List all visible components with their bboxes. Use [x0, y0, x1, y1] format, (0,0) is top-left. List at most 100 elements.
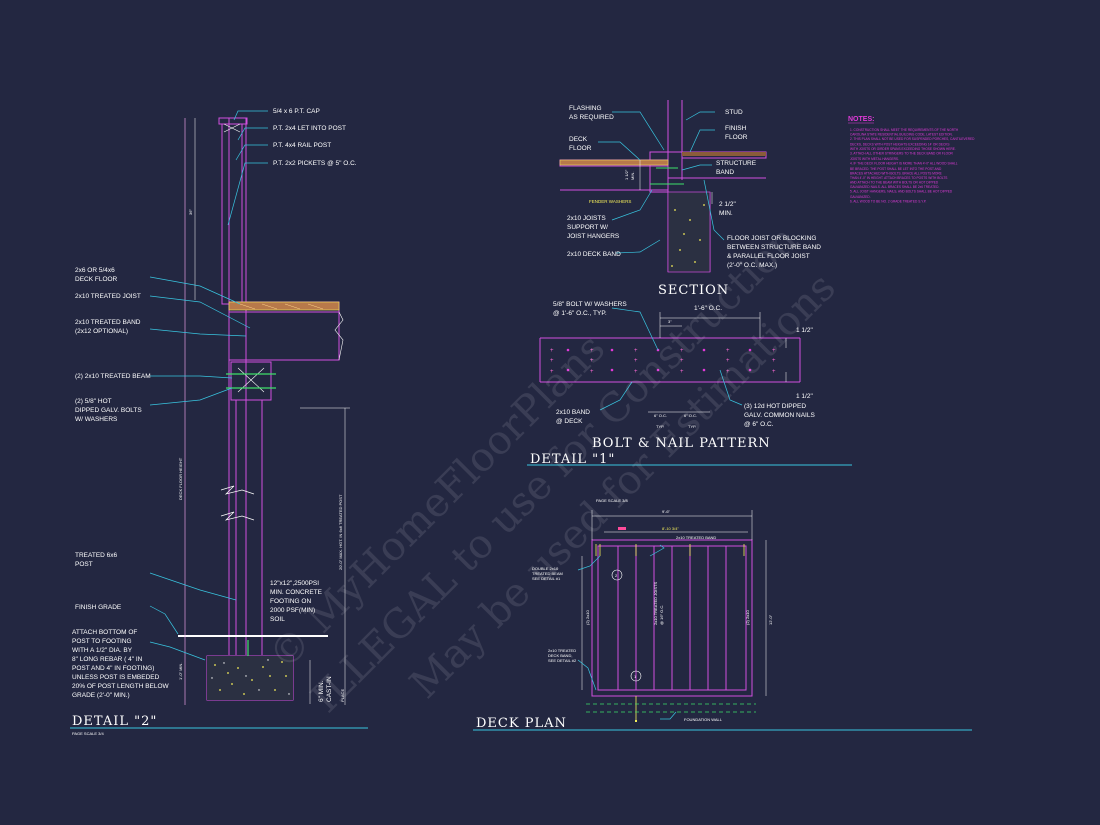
beam-label-1: DOUBLE 2x10 [532, 566, 559, 571]
svg-text:+: + [590, 369, 594, 375]
svg-text:+: + [726, 348, 730, 354]
cap-label: 5/4 x 6 P.T. CAP [273, 108, 320, 115]
note-line: 5. ALL JOIST HANGERS, NAILS, AND BOLTS S… [850, 190, 953, 194]
grade-label: FINISH GRADE [75, 604, 122, 611]
svg-text:+: + [634, 358, 638, 364]
edge-bottom-label: 1 1/2" [796, 393, 813, 400]
detail-2-scale: PAGE SCALE 3/4 [72, 731, 104, 736]
attach-label-7: 20% OF POST LENGTH BELOW [72, 683, 170, 690]
svg-text:+: + [634, 369, 638, 375]
finish-floor-label-1: FINISH [725, 125, 747, 132]
deck-label-1: DECK [569, 136, 588, 143]
notes-block: NOTES: 1. CONSTRUCTION SHALL MEET THE RE… [848, 116, 975, 204]
svg-text:+: + [680, 348, 684, 354]
cast-label-1: 6" MIN. [318, 680, 325, 702]
deck-label-2: FLOOR [569, 145, 592, 152]
deck-floor-label-1: 2x6 OR 5/4x6 [75, 267, 115, 274]
svg-text:+: + [772, 348, 776, 354]
section-dimension-b: MIN. [630, 172, 635, 180]
note-line: CAROLINA STATE RESIDENTIAL BUILDING CODE… [850, 133, 953, 137]
deck-band-label: 2x10 DECK BAND [567, 251, 621, 258]
band-deck-label-2: @ DECK [556, 418, 583, 425]
flashing-label-2: AS REQUIRED [569, 114, 614, 121]
bolt-label-2: @ 1'-6" O.C., TYP. [553, 310, 607, 317]
structure-band-label-2: BAND [716, 169, 734, 176]
svg-text:+: + [772, 358, 776, 364]
band-deck-label-1: 2x10 BAND [556, 409, 590, 416]
beam-label-2: TREATED BEAM [532, 571, 563, 576]
note-line: AND ATTACH TO THE BEAM WITH BOLTS OR HOT… [850, 181, 939, 185]
note-line: BRACES ATTACHED WITH BOLTS. BRACE ALL PO… [850, 172, 942, 176]
band-label-1: 2x10 TREATED BAND [75, 319, 141, 326]
joists-label-2: @ 16" O.C. [659, 605, 664, 625]
floor-joist-label-3: & PARALLEL FLOOR JOIST [727, 253, 810, 260]
min-bearing-label-1: 2 1/2" [719, 201, 736, 208]
deck-plan: 2 1 PAGE SCALE 3/8 9'-6" 8'-10 3/4" 2x10… [473, 498, 972, 731]
footing-label-2: MIN. CONCRETE [270, 589, 323, 596]
treated-band-label: 2x10 TREATED BAND [676, 535, 716, 540]
svg-text:+: + [550, 348, 554, 354]
fender-washers-label: FENDER WASHERS [589, 199, 631, 204]
rail-into-post-label: P.T. 2x4 LET INTO POST [273, 125, 346, 132]
note-line: GALVANIZED NAILS. ALL BRACES SHALL BE 2x… [850, 185, 939, 189]
joists-label-1: 2x10 JOISTS [567, 215, 606, 222]
note-line: 4. IF THE DECK FLOOR HEIGHT IS MORE THAN… [850, 162, 958, 166]
joists-label-2: SUPPORT W/ [567, 224, 608, 231]
detail-1-tag: 1 [634, 674, 637, 679]
note-line: BE BRACED. THE POST SHALL BE LET INTO TH… [850, 167, 942, 171]
svg-text:+: + [550, 369, 554, 375]
notes-heading: NOTES: [848, 116, 874, 123]
nails-label-3: @ 6" O.C. [744, 421, 774, 428]
stud-label: STUD [725, 109, 743, 116]
joist-label: 2x10 TREATED JOIST [75, 293, 141, 300]
footing-label-1: 12"x12",2500PSI [270, 580, 319, 587]
nail-spacing-label-a: 6" O.C. [654, 413, 667, 418]
bolts-label-1: (2) 5/8" HOT [75, 398, 112, 405]
note-line: DECKS, DECKS WITH POST HEIGHTS EXCEEDING… [850, 143, 950, 147]
finish-floor-label-2: FLOOR [725, 134, 748, 141]
svg-text:+: + [726, 358, 730, 364]
floor-joist-label-4: (2'-0" O.C. MAX.) [727, 262, 777, 269]
note-line: JOISTS WITH METAL HANGERS. [850, 157, 899, 161]
note-line: 3. ATTACH ALL OTHER STRINGERS TO THE DEC… [850, 152, 954, 156]
attach-label-8: GRADE (2'-0" MIN.) [72, 692, 130, 699]
overall-width-dimension: 9'-6" [662, 509, 671, 514]
inner-width-dimension: 8'-10 3/4" [662, 526, 679, 531]
detail-2: 5/4 x 6 P.T. CAP P.T. 2x4 LET INTO POST … [70, 108, 368, 736]
bolt-nail-pattern-detail: +++ +++ +++ +++ +++ +++ 5/8" BOLT W/ WAS… [527, 301, 852, 467]
notes-list: 1. CONSTRUCTION SHALL MEET THE REQUIREME… [850, 128, 975, 204]
band-label-2: (2x12 OPTIONAL) [75, 328, 128, 335]
typical-label-b: TYP. [688, 424, 696, 429]
detail-2-tag: 2 [615, 573, 618, 578]
attach-label-5: POST AND 4" IN FOOTING) [72, 665, 154, 672]
section-title: SECTION [658, 283, 729, 298]
structure-band-label-1: STRUCTURE [716, 160, 757, 167]
joists-label-3: JOIST HANGERS [567, 233, 620, 240]
nail-spacing-label-b: 6" O.C. [684, 413, 697, 418]
note-line: 2. THIS PLAN SHALL NOT BE USED FOR SUSPE… [850, 137, 975, 141]
svg-text:+: + [680, 369, 684, 375]
deck-floor-label-2: DECK FLOOR [75, 276, 118, 283]
attach-label-4: 8" LONG REBAR ( 4" IN [72, 656, 143, 663]
svg-text:+: + [550, 358, 554, 364]
post-label-1: TREATED 6x6 [75, 552, 118, 559]
detail-1-title: DETAIL "1" [530, 452, 615, 467]
edge-top-label: 1 1/2" [796, 327, 813, 334]
max-height-dimension: 20'-0" MAX. HGT. IN 6x6 TREATED POST [338, 494, 343, 570]
note-line: GALVANIZED. [850, 195, 871, 199]
deck-band-label-2: DECK BAND, [548, 653, 572, 658]
foundation-wall-label: FOUNDATION WALL [684, 717, 723, 722]
rail-post-label: P.T. 4x4 RAIL POST [273, 142, 331, 149]
deck-plan-scale: PAGE SCALE 3/8 [596, 498, 628, 503]
deck-plan-title: DECK PLAN [476, 716, 567, 731]
svg-text:+: + [772, 369, 776, 375]
note-line: 6. ALL WOOD TO BE NO. 2 GRADE TREATED S.… [850, 200, 927, 204]
note-line: 1. CONSTRUCTION SHALL MEET THE REQUIREME… [850, 128, 959, 132]
section-detail: FLASHING AS REQUIRED STUD DECK FLOOR FIN… [559, 100, 821, 298]
three-inch-label: 3" [668, 319, 672, 324]
typical-label-a: TYP. [656, 424, 664, 429]
nails-label-2: GALV. COMMON NAILS [744, 412, 815, 419]
beam-label: (2) 2x10 TREATED BEAM [75, 373, 151, 380]
svg-text:+: + [590, 358, 594, 364]
